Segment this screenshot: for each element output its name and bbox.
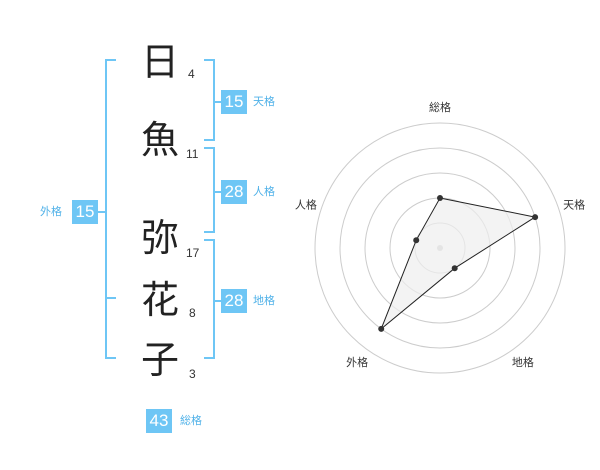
radar-polygon <box>380 197 537 330</box>
jinkaku-value: 28 <box>221 180 247 204</box>
radar-point <box>437 195 443 201</box>
radar-point <box>378 325 385 332</box>
radar-axis-label: 総格 <box>429 100 451 114</box>
tenkaku-label: 天格 <box>253 95 275 108</box>
stroke-count-3: 17 <box>186 246 200 260</box>
tenkaku-value: 15 <box>221 90 247 114</box>
name-char-3: 弥 <box>140 216 179 260</box>
radar-ring <box>314 122 566 374</box>
name-char-4: 花 <box>140 278 179 322</box>
gaikaku-label: 外格 <box>40 205 62 218</box>
name-char-2: 魚 <box>140 118 179 162</box>
chikaku-label: 地格 <box>253 294 275 307</box>
name-char-1: 日 <box>140 40 179 84</box>
chikaku-value: 28 <box>221 289 247 313</box>
radar-axis-label: 人格 <box>295 197 317 211</box>
soukaku-label: 総格 <box>180 414 202 427</box>
name-char-5: 子 <box>140 338 179 382</box>
radar-point <box>413 237 420 244</box>
radar-axis-label: 天格 <box>563 197 585 211</box>
radar-ring <box>364 172 516 324</box>
gaikaku-value: 15 <box>72 200 98 224</box>
stroke-count-1: 4 <box>188 67 195 81</box>
chikaku-bracket <box>204 239 215 359</box>
stroke-count-4: 8 <box>189 306 196 320</box>
tenkaku-bracket <box>204 59 215 141</box>
jinkaku-bracket <box>204 147 215 233</box>
radar-ring <box>339 147 541 349</box>
radar-points <box>378 195 539 332</box>
radar-axis-label: 外格 <box>346 355 368 369</box>
jinkaku-label: 人格 <box>253 185 275 198</box>
radar-point <box>532 214 539 221</box>
gaikaku-bracket <box>105 59 116 359</box>
radar-point <box>451 265 458 272</box>
soukaku-value: 43 <box>146 409 172 433</box>
stroke-count-2: 11 <box>186 147 199 161</box>
stroke-count-5: 3 <box>189 367 196 381</box>
radar-axis-label: 地格 <box>512 355 534 369</box>
